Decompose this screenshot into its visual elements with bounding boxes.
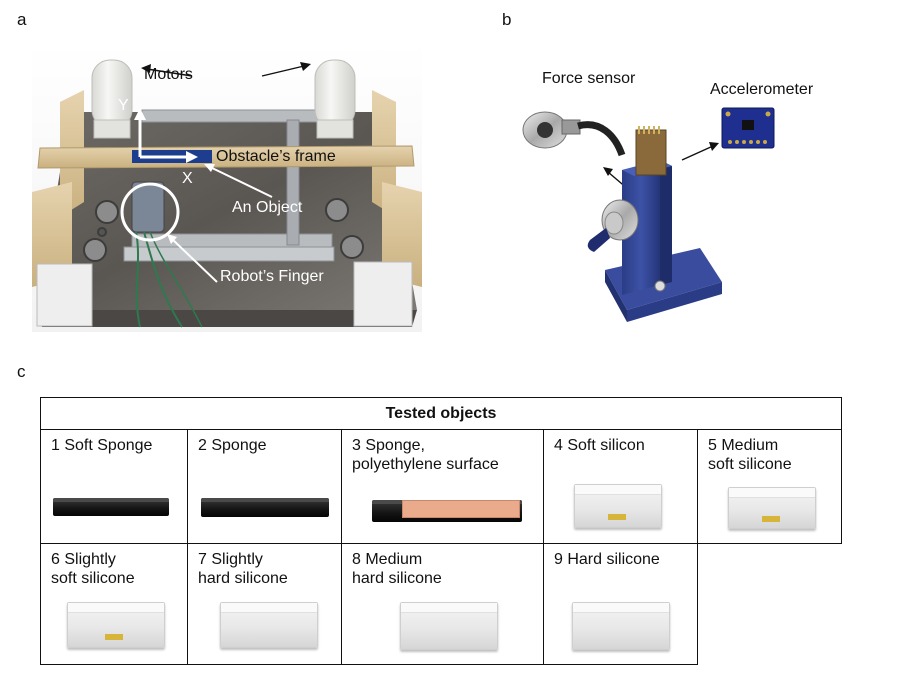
table-title: Tested objects <box>40 397 842 430</box>
object-sample-5 <box>728 487 816 529</box>
object-sample-4-tag <box>608 514 626 520</box>
object-sample-8 <box>400 602 498 650</box>
object-label-4: 4 Soft silicon <box>554 437 645 454</box>
test-rig-photo: Motors Y X Obstacle’s frame An Object Ro… <box>32 42 422 332</box>
object-label: An Object <box>232 199 303 216</box>
object-sample-2 <box>201 498 329 517</box>
object-cell-3: 3 Sponge, polyethylene surface <box>341 429 544 544</box>
object-label-5: 5 Medium soft silicone <box>708 437 792 473</box>
object-label-7: 7 Slightly hard silicone <box>198 551 288 587</box>
object-cell-4: 4 Soft silicon <box>543 429 698 544</box>
object-sample-4 <box>574 484 662 528</box>
accelerometer-label: Accelerometer <box>710 81 814 98</box>
object-cell-6: 6 Slightly soft silicone <box>40 543 188 665</box>
object-label-2: 2 Sponge <box>198 437 267 454</box>
object-sample-6 <box>67 602 165 648</box>
object-cell-1: 1 Soft Sponge <box>40 429 188 544</box>
x-axis-label: X <box>182 170 193 187</box>
obstacle-frame-label: Obstacle’s frame <box>216 148 336 165</box>
object-sample-3-surface <box>402 500 520 518</box>
object-label-1: 1 Soft Sponge <box>51 437 153 454</box>
object-label-3: 3 Sponge, polyethylene surface <box>352 437 499 473</box>
motors-label: Motors <box>144 66 193 83</box>
robot-finger-label: Robot’s Finger <box>220 268 324 285</box>
object-cell-2: 2 Sponge <box>187 429 342 544</box>
panel-label-c: c <box>17 362 26 381</box>
sensor-assembly-illustration: Force sensor Accelerometer <box>510 60 850 335</box>
object-sample-9 <box>572 602 670 650</box>
object-label-8: 8 Medium hard silicone <box>352 551 442 587</box>
object-label-6: 6 Slightly soft silicone <box>51 551 135 587</box>
object-cell-8: 8 Medium hard silicone <box>341 543 544 665</box>
object-cell-9: 9 Hard silicone <box>543 543 698 665</box>
panel-label-b: b <box>502 10 512 29</box>
object-sample-5-tag <box>762 516 780 522</box>
object-sample-1 <box>53 498 169 516</box>
force-sensor-label: Force sensor <box>542 70 636 87</box>
object-cell-7: 7 Slightly hard silicone <box>187 543 342 665</box>
y-axis-label: Y <box>118 97 129 114</box>
panel-label-a: a <box>17 10 27 29</box>
object-sample-6-tag <box>105 634 123 640</box>
tested-objects-table: Tested objects 1 Soft Sponge 2 Sponge 3 … <box>40 397 842 665</box>
object-label-9: 9 Hard silicone <box>554 551 660 568</box>
object-sample-7 <box>220 602 318 648</box>
object-cell-5: 5 Medium soft silicone <box>697 429 842 544</box>
